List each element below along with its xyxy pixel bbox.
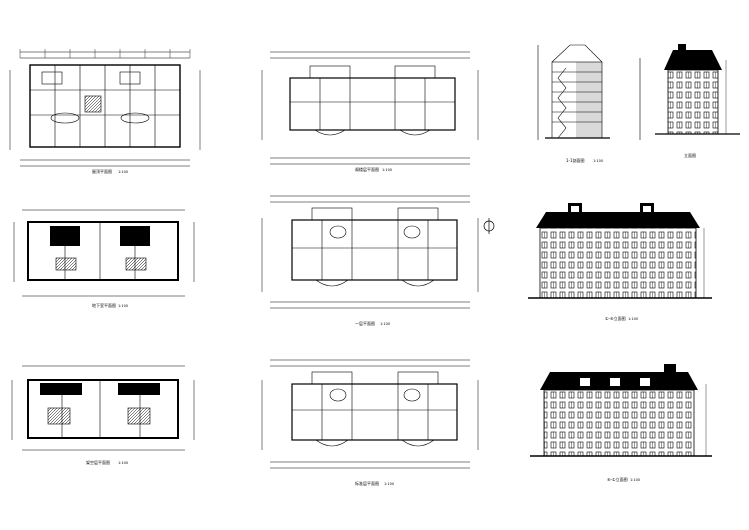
plan-bottom-left-drawing: 架空层平面图 1:100 <box>11 365 195 465</box>
side-elevation-drawing: 立面图 <box>655 44 740 158</box>
plan-basement-scale: 1:100 <box>118 304 128 308</box>
plan-ground-scale: 1:100 <box>380 322 390 326</box>
plan-attic-scale: 1:100 <box>382 168 392 172</box>
plan-ground-drawing: 一层平面图 1:100 <box>261 195 495 326</box>
rear-elevation-scale: 1:100 <box>630 478 640 482</box>
plan-typical-title: 标准层平面图 <box>355 480 379 486</box>
plan-attic-drawing: 阁楼层平面图 1:100 <box>261 51 479 172</box>
section-drawing: 1-1剖面图 1:100 <box>537 44 641 163</box>
rear-elevation-title: ⑥-①立面图 <box>607 476 628 482</box>
plan-ground-title: 一层平面图 <box>355 320 375 326</box>
front-elevation-drawing: ①-⑥立面图 1:100 <box>528 203 712 321</box>
plan-roof-title: 屋顶平面图 <box>92 168 112 174</box>
section-title: 1-1剖面图 <box>566 157 585 163</box>
plan-basement-drawing: 地下室平面图 1:100 <box>13 209 195 308</box>
plan-typical-scale: 1:100 <box>384 482 394 486</box>
plan-bottom-left-title: 架空层平面图 <box>86 459 110 465</box>
side-elevation-title: 立面图 <box>684 152 696 158</box>
plan-typical-drawing: 标准层平面图 1:100 <box>261 359 479 486</box>
front-elevation-scale: 1:100 <box>628 317 638 321</box>
section-scale: 1:100 <box>593 159 603 163</box>
plan-attic-title: 阁楼层平面图 <box>355 166 379 172</box>
plan-roof-scale: 1:100 <box>118 170 128 174</box>
plan-basement-title: 地下室平面图 <box>92 302 116 308</box>
front-elevation-title: ①-⑥立面图 <box>605 315 626 321</box>
plan-roof-drawing: 屋顶平面图 1:100 <box>9 49 201 174</box>
plan-bottom-left-scale: 1:100 <box>118 461 128 465</box>
rear-elevation-drawing: ⑥-①立面图 1:100 <box>530 364 712 482</box>
